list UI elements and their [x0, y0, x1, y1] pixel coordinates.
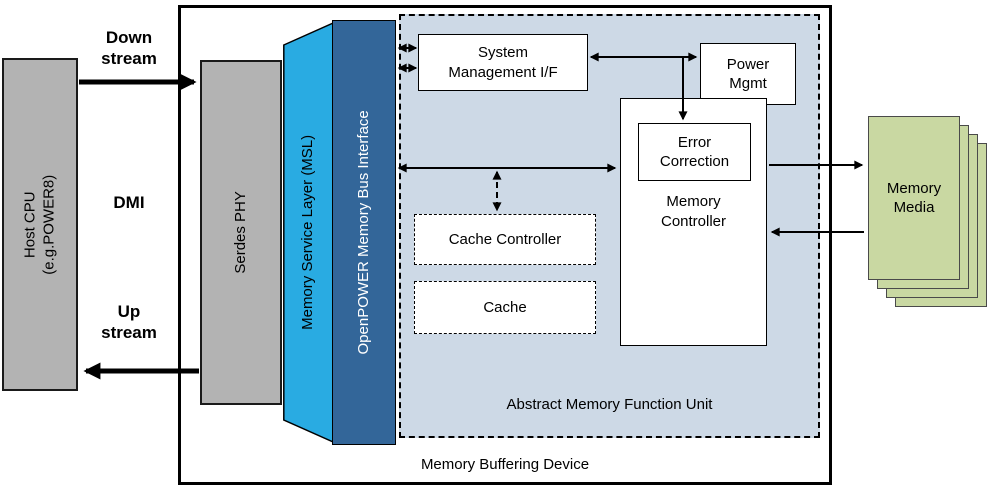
memory-media-card-front: Memory Media [868, 116, 960, 280]
msl-label: Memory Service Layer (MSL) [299, 134, 317, 331]
memory-service-layer-shape: Memory Service Layer (MSL) [283, 22, 334, 443]
system-management-box: System Management I/F [418, 34, 588, 91]
host-cpu-box: Host CPU (e.g.POWER8) [2, 58, 78, 391]
host-cpu-label-line2: (e.g.POWER8) [40, 174, 57, 275]
upstream-label: Up stream [86, 302, 172, 343]
system-management-label-line1: System [477, 44, 528, 61]
downstream-label: Down stream [86, 28, 172, 69]
cache-controller-label: Cache Controller [448, 230, 562, 248]
downstream-label-line1: Down [105, 28, 153, 47]
memory-controller-label: Memory Controller [620, 192, 767, 231]
host-cpu-label-line1: Host CPU [21, 191, 39, 258]
openpower-bus-interface-box: OpenPOWER Memory Bus Interface [332, 20, 396, 445]
host-cpu-label: Host CPU (e.g.POWER8) [21, 174, 59, 274]
cache-controller-box: Cache Controller [414, 214, 596, 265]
power-mgmt-box: Power Mgmt [700, 43, 796, 105]
upstream-label-line1: Up [117, 302, 141, 321]
error-correction-label-line2: Correction [659, 153, 730, 170]
serdes-phy-label: Serdes PHY [231, 191, 249, 274]
memory-controller-label-line2: Controller [660, 212, 727, 230]
memory-controller-label-line1: Memory [666, 193, 721, 210]
power-mgmt-label-line1: Power [726, 55, 770, 73]
error-correction-box: Error Correction [638, 123, 751, 181]
memory-media-label-line1: Memory [886, 179, 942, 197]
openpower-bus-label: OpenPOWER Memory Bus Interface [354, 110, 372, 355]
host-cpu-label-wrap: Host CPU (e.g.POWER8) [4, 60, 76, 389]
upstream-label-line2: stream [101, 322, 157, 342]
memory-media-label-line2: Media [893, 199, 935, 216]
abstract-memory-function-unit-title: Abstract Memory Function Unit [506, 396, 713, 413]
memory-buffering-device-title: Memory Buffering Device [420, 456, 590, 473]
cache-box: Cache [414, 281, 596, 334]
system-management-label-line2: Management I/F [448, 63, 558, 81]
serdes-phy-box: Serdes PHY [200, 60, 282, 405]
cache-label: Cache [483, 298, 527, 316]
error-correction-label-line1: Error [677, 133, 712, 151]
msl-label-wrap: Memory Service Layer (MSL) [283, 22, 334, 443]
openpower-bus-label-wrap: OpenPOWER Memory Bus Interface [333, 21, 395, 444]
dmi-label: DMI [113, 193, 145, 212]
power-mgmt-label-line2: Mgmt [729, 75, 767, 92]
downstream-label-line2: stream [101, 48, 157, 68]
serdes-phy-label-wrap: Serdes PHY [202, 62, 280, 403]
